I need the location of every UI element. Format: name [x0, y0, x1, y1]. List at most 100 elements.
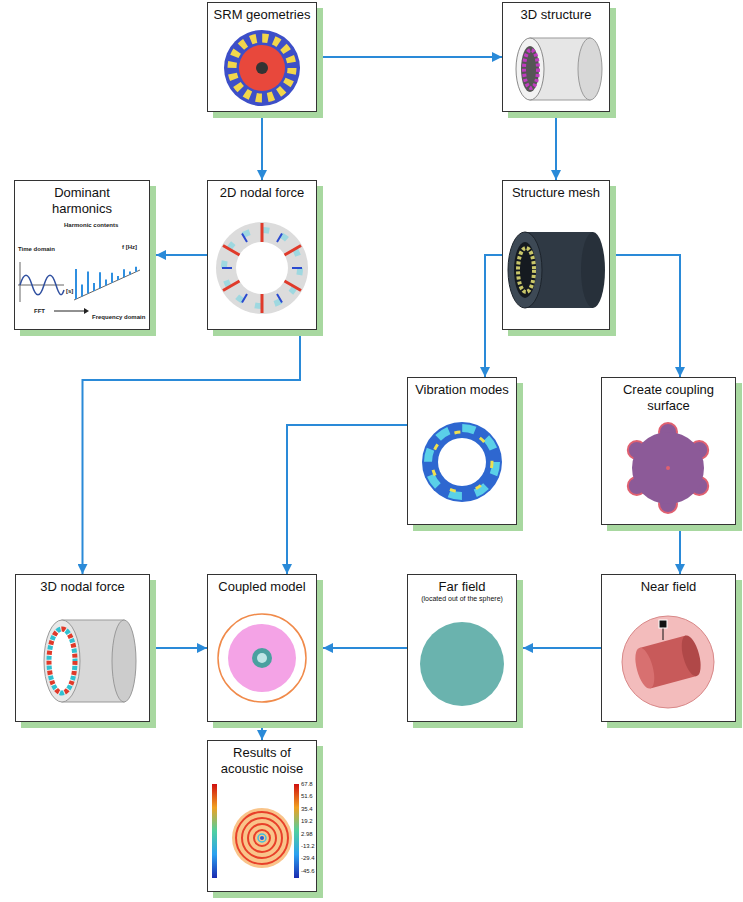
- box-face: [601, 574, 736, 722]
- surface-centre: [666, 466, 670, 470]
- box-faces: [14, 2, 736, 892]
- sphere: [420, 622, 504, 706]
- box-title: Structure mesh: [507, 185, 605, 201]
- box-face: [15, 574, 150, 722]
- motor-core: [252, 648, 272, 668]
- box-title: 3D nodal force: [20, 579, 145, 595]
- force-bore: [49, 629, 75, 693]
- marker-square: [659, 620, 667, 628]
- force-front: [44, 620, 80, 702]
- svg-part: [632, 633, 705, 690]
- flow-arrow: [323, 56, 502, 58]
- plot-annotation: FFT: [34, 308, 45, 315]
- box-title: Dominant harmonics: [27, 185, 137, 216]
- process-box: 3D nodal force: [15, 574, 150, 722]
- shaft: [256, 62, 268, 74]
- process-box: Vibration modes: [407, 377, 517, 525]
- nodal-force-2d: [216, 222, 308, 314]
- fft-plot: [18, 262, 140, 314]
- plot-annotation: Harmonic contents: [64, 222, 118, 229]
- pressure-ring: [254, 830, 270, 846]
- mode-shape: [422, 422, 502, 502]
- process-box: Far field(located out of the sphere): [407, 574, 517, 722]
- box-title: Far field: [412, 579, 512, 595]
- far-field-sphere: [420, 622, 504, 706]
- process-box: Coupled model: [207, 574, 317, 722]
- mesh-end: [581, 232, 605, 308]
- housing-front: [516, 38, 544, 100]
- coupled-model: [218, 614, 306, 702]
- harmonic-bars: [76, 267, 136, 299]
- force-bars-red: [49, 629, 75, 693]
- sphere: [622, 616, 714, 708]
- flow-arrow: [156, 254, 207, 256]
- noise-map: [212, 784, 299, 878]
- colorbar-value: 2.98: [301, 831, 313, 838]
- connectors: [83, 57, 681, 740]
- time-signal: [20, 275, 64, 295]
- box-face: [502, 2, 610, 112]
- process-box: SRM geometries: [207, 2, 317, 112]
- fft-arrow: [54, 311, 84, 312]
- box-title: Coupled model: [212, 579, 312, 595]
- flow-arrow: [679, 531, 681, 574]
- force-vectors-red: [223, 223, 301, 313]
- colorbar-value: -29.4: [301, 855, 315, 862]
- flow-arrow: [156, 647, 207, 649]
- mesh-coils: [518, 248, 534, 292]
- box-title: Create coupling surface: [606, 382, 731, 413]
- srm-cross-section: [224, 30, 300, 106]
- force-vectors-blue: [222, 233, 302, 302]
- coupling-surface: [628, 423, 708, 513]
- source: [260, 836, 264, 840]
- pressure-field: [232, 808, 292, 868]
- air-gap: [236, 242, 288, 294]
- near-field-sphere: [622, 616, 714, 708]
- box-face: [407, 574, 517, 722]
- colorbar-value: 51.6: [301, 793, 313, 800]
- box-note: (located out of the sphere): [412, 595, 512, 603]
- bore: [521, 46, 539, 92]
- mode-bore: [438, 438, 486, 486]
- colorbar-value: -13.2: [301, 843, 315, 850]
- motor-end: [678, 633, 704, 678]
- box-face: [207, 180, 317, 330]
- pressure-ring: [242, 818, 282, 858]
- box-title: 3D structure: [507, 7, 605, 23]
- stator-coils: [232, 38, 292, 98]
- housing-end: [578, 38, 602, 100]
- colorbar-value: 35.4: [301, 806, 313, 813]
- box-face: [207, 740, 317, 892]
- flow-arrow: [287, 425, 407, 574]
- box-title: Vibration modes: [411, 382, 513, 398]
- flow-arrow: [83, 336, 301, 574]
- mode-peaks: [432, 432, 492, 492]
- nodal-force-3d: [44, 620, 136, 702]
- colorbar-left: [212, 784, 217, 878]
- process-box: Create coupling surface: [601, 377, 736, 525]
- stator-ring: [216, 222, 308, 314]
- motor-bore: [257, 653, 267, 663]
- windings: [524, 50, 538, 88]
- box-title: 2D nodal force: [212, 185, 312, 201]
- flow-arrow: [555, 118, 557, 180]
- flow-arrow: [523, 647, 601, 649]
- flow-arrow: [485, 255, 502, 377]
- axis-unit: [s]: [66, 288, 73, 295]
- flow-arrow: [616, 255, 680, 377]
- pressure-ring: [248, 824, 276, 852]
- mesh-front: [508, 232, 542, 308]
- colorbar-right: [294, 784, 299, 878]
- air-domain: [228, 624, 296, 692]
- plot-annotation: Time domain: [18, 246, 55, 253]
- force-end: [112, 620, 136, 702]
- time-axis: [18, 285, 64, 286]
- flow-arrow: [261, 118, 263, 180]
- mesh-model: [508, 232, 605, 308]
- outer-boundary: [218, 614, 306, 702]
- flow-arrow: [323, 647, 407, 649]
